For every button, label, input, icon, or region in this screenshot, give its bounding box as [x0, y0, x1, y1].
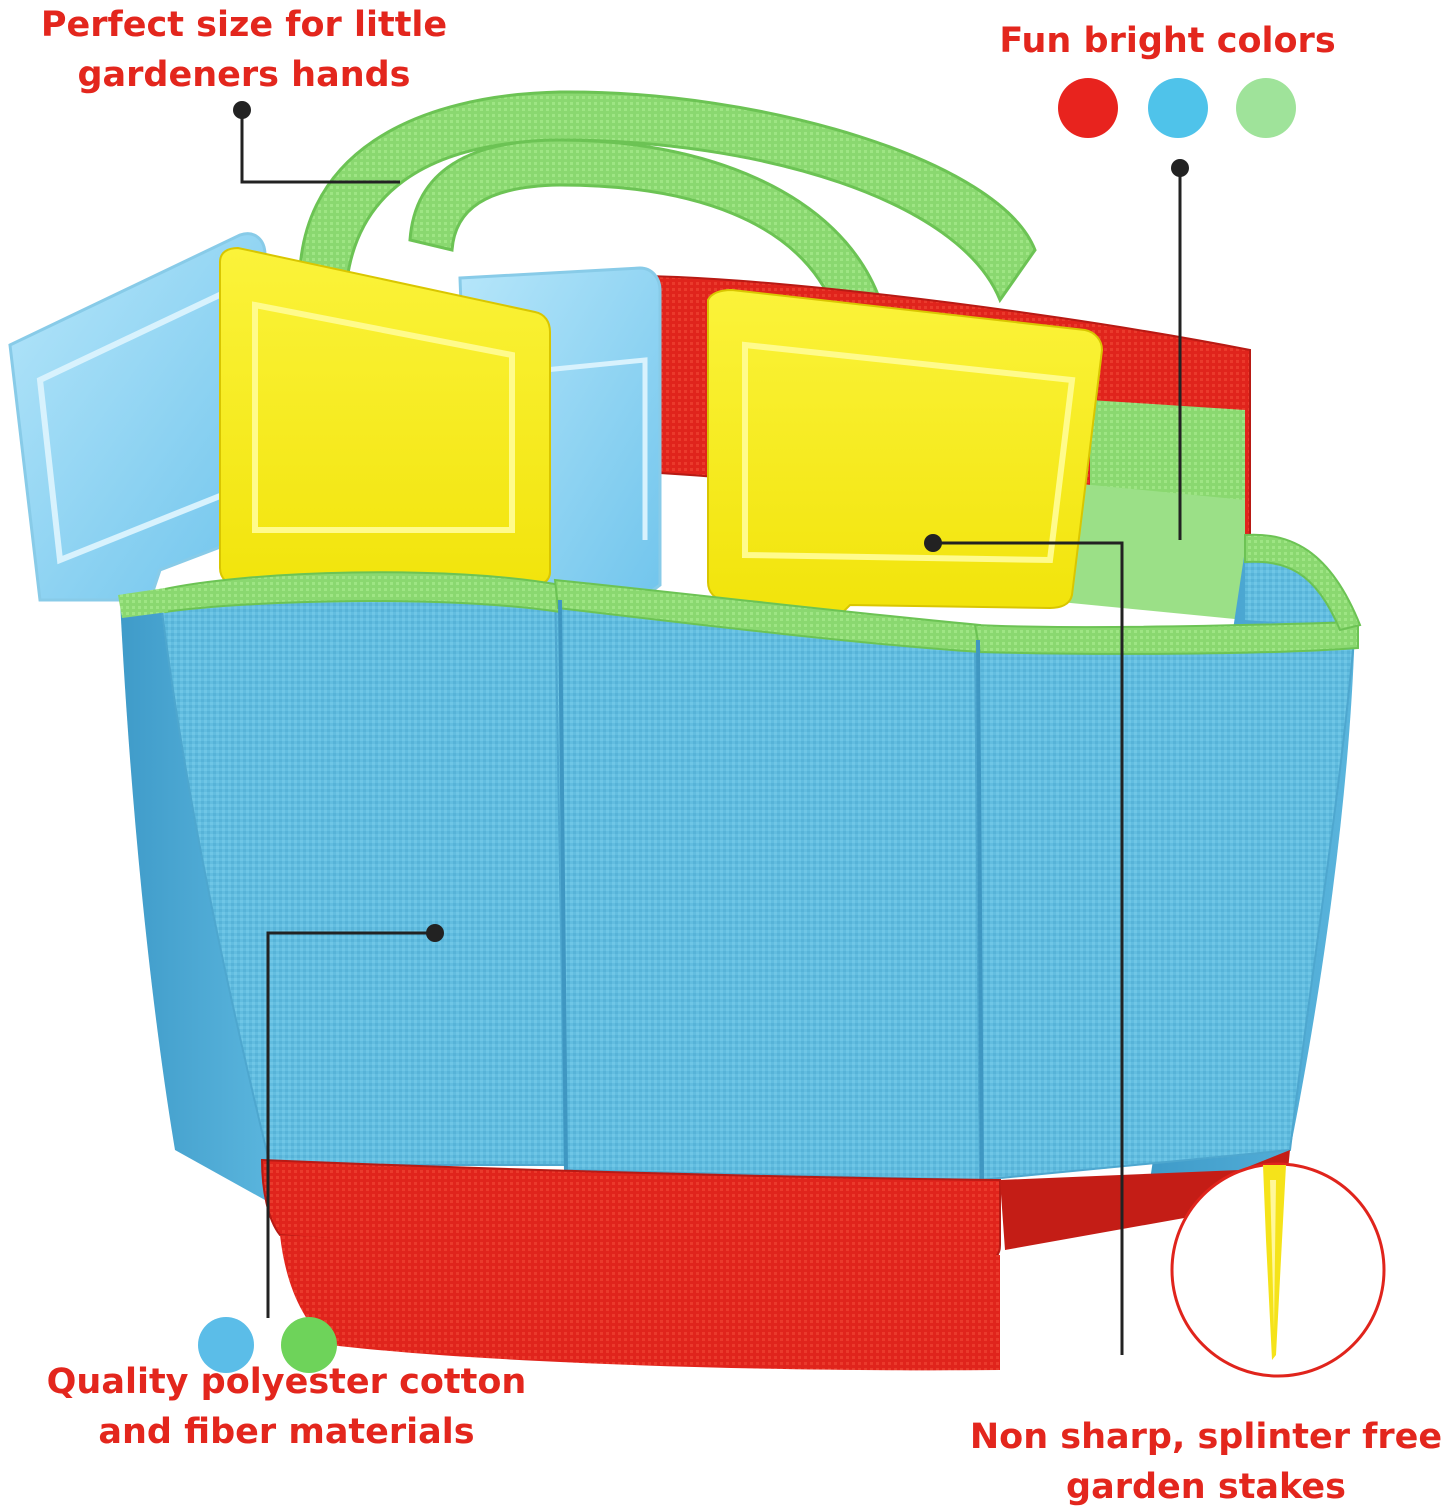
bag-back-inner: [1040, 480, 1245, 620]
callout-stakes-line1: Non sharp, splinter free: [969, 1417, 1443, 1457]
leader-line-material: [266, 924, 444, 1318]
stake-tip-inset: [1170, 1162, 1386, 1378]
bag-handle-back: [298, 90, 1037, 312]
callout-material-line1: Quality polyester cotton: [46, 1362, 527, 1402]
callout-size: Perfect size for little gardeners hands: [37, 0, 451, 100]
swatch-red: [1058, 78, 1118, 138]
pocket-trim-right: [973, 620, 1359, 655]
callout-stakes-line2: garden stakes: [1066, 1467, 1346, 1507]
callout-size-line1: Perfect size for little: [40, 5, 448, 45]
leader-line-stakes: [924, 534, 1124, 1355]
bag-base-front: [280, 1235, 1000, 1371]
pocket-trim-far-left: [118, 588, 168, 618]
callout-colors-line1: Fun bright colors: [999, 21, 1336, 61]
bag-left-side: [120, 598, 270, 1200]
callout-colors: Fun bright colors: [985, 16, 1350, 66]
callout-stakes: Non sharp, splinter free garden stakes: [958, 1412, 1454, 1512]
swatch-blue: [1148, 78, 1208, 138]
leader-line-colors: [1171, 159, 1189, 540]
stake-yellow-right: [707, 288, 1104, 626]
swatch-fabric-green: [281, 1317, 337, 1373]
swatch-fabric-blue: [198, 1317, 254, 1373]
pocket-trim-right-top: [1244, 533, 1362, 632]
swatch-green: [1236, 78, 1296, 138]
bag-pocket-middle: [553, 583, 982, 1182]
bag-base-right: [1000, 1150, 1290, 1250]
callout-material-line2: and fiber materials: [98, 1412, 475, 1452]
leader-line-size: [233, 101, 400, 184]
callout-material: Quality polyester cotton and fiber mater…: [34, 1357, 539, 1457]
callout-size-line2: gardeners hands: [77, 55, 411, 95]
